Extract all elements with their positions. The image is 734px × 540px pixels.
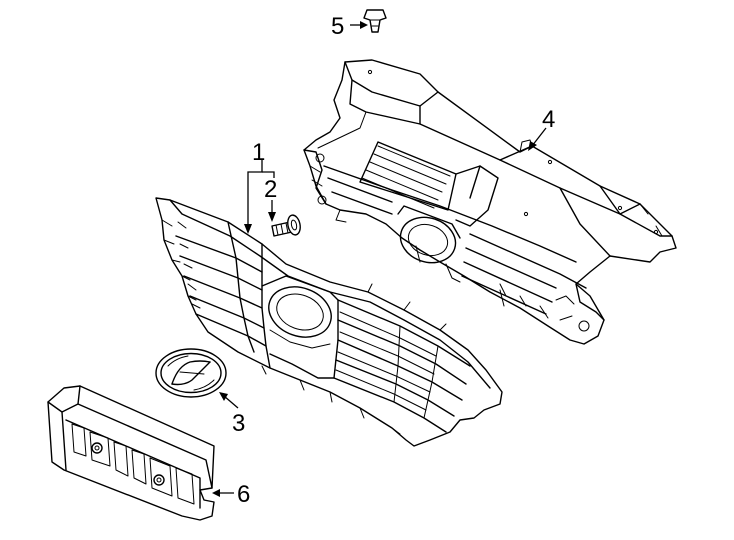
leader-4 bbox=[528, 127, 547, 151]
callout-2: 2 bbox=[264, 176, 277, 203]
callout-1: 1 bbox=[252, 139, 265, 166]
part-1-radiator-grille bbox=[155, 197, 503, 447]
part-6-bracket bbox=[47, 385, 215, 521]
callout-4: 4 bbox=[542, 106, 555, 133]
callout-6: 6 bbox=[237, 481, 250, 508]
leader-2 bbox=[268, 200, 276, 222]
part-3-emblem bbox=[155, 348, 227, 398]
leader-3 bbox=[219, 392, 239, 409]
leader-6 bbox=[212, 489, 234, 497]
leader-1 bbox=[244, 160, 275, 234]
callout-3: 3 bbox=[232, 410, 245, 437]
leader-5 bbox=[350, 21, 368, 29]
part-5-clip bbox=[363, 9, 387, 33]
callout-5: 5 bbox=[331, 13, 344, 40]
part-2-screw bbox=[271, 214, 301, 237]
part-4-grille-support bbox=[303, 59, 677, 345]
